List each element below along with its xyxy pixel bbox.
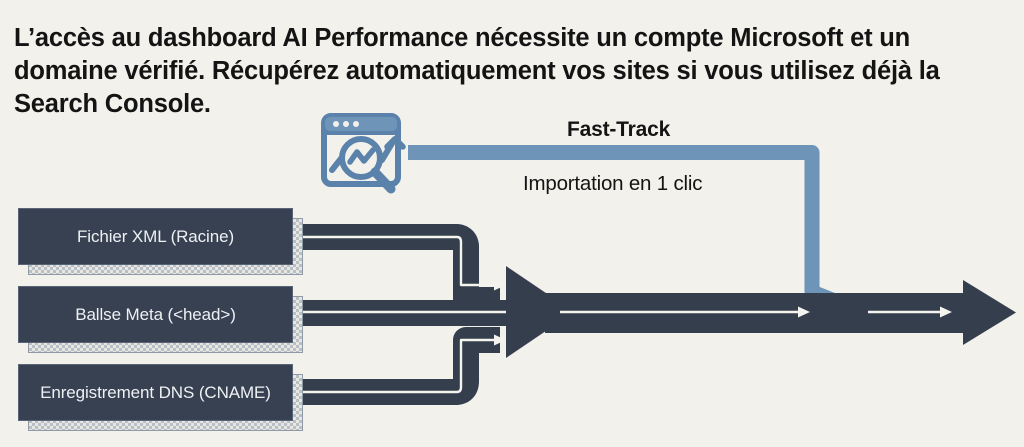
output-arrow: [545, 280, 1016, 345]
source-box-xml[interactable]: Fichier XML (Racine): [18, 208, 293, 265]
funnel-chevron: [506, 266, 574, 358]
source-box-meta-label: Ballse Meta (<head>): [75, 304, 236, 324]
page-title: L’accès au dashboard AI Performance néce…: [14, 24, 940, 118]
source-box-dns[interactable]: Enregistrement DNS (CNAME): [18, 364, 293, 421]
analytics-search-browser-icon: [312, 110, 412, 198]
pipe-source-meta: [292, 300, 530, 326]
source-box-xml-label: Fichier XML (Racine): [76, 226, 235, 246]
pipe-source-dns: [292, 327, 506, 405]
source-box-dns-label: Enregistrement DNS (CNAME): [40, 382, 271, 402]
source-box-meta[interactable]: Ballse Meta (<head>): [18, 286, 293, 343]
source-box-dns-wrap: Enregistrement DNS (CNAME): [18, 364, 303, 431]
pipe-source-xml: [292, 224, 506, 313]
source-box-xml-wrap: Fichier XML (Racine): [18, 208, 303, 275]
source-box-meta-wrap: Ballse Meta (<head>): [18, 286, 303, 353]
fast-track-subtitle: Importation en 1 clic: [523, 172, 703, 195]
fast-track-title: Fast-Track: [567, 118, 671, 141]
